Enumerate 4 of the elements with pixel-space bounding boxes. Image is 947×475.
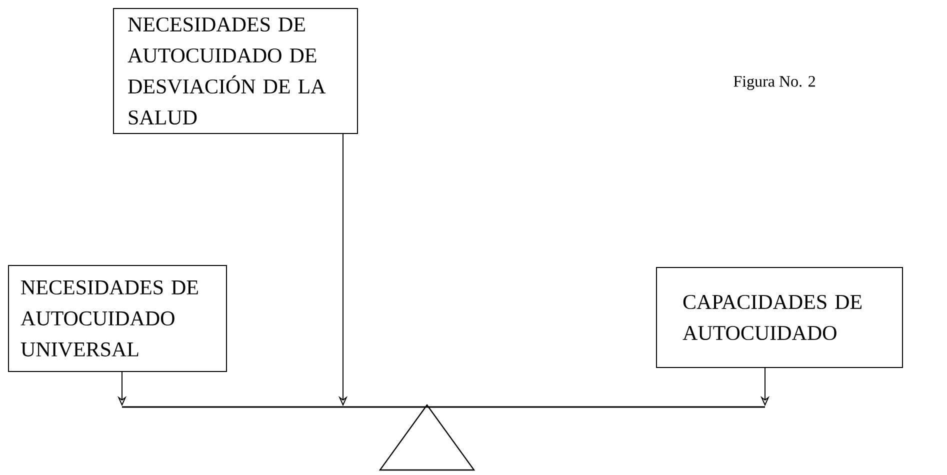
- text-box: CAPACIDADES DE AUTOCUIDADO: [656, 267, 903, 368]
- figure-label: Figura No. 2: [734, 76, 815, 90]
- text-box: NECESIDADES DE AUTOCUIDADO UNIVERSAL: [8, 265, 227, 372]
- text-box: NECESIDADES DE AUTOCUIDADO DE DESVIACIÓN DE LA SALUD: [113, 8, 358, 134]
